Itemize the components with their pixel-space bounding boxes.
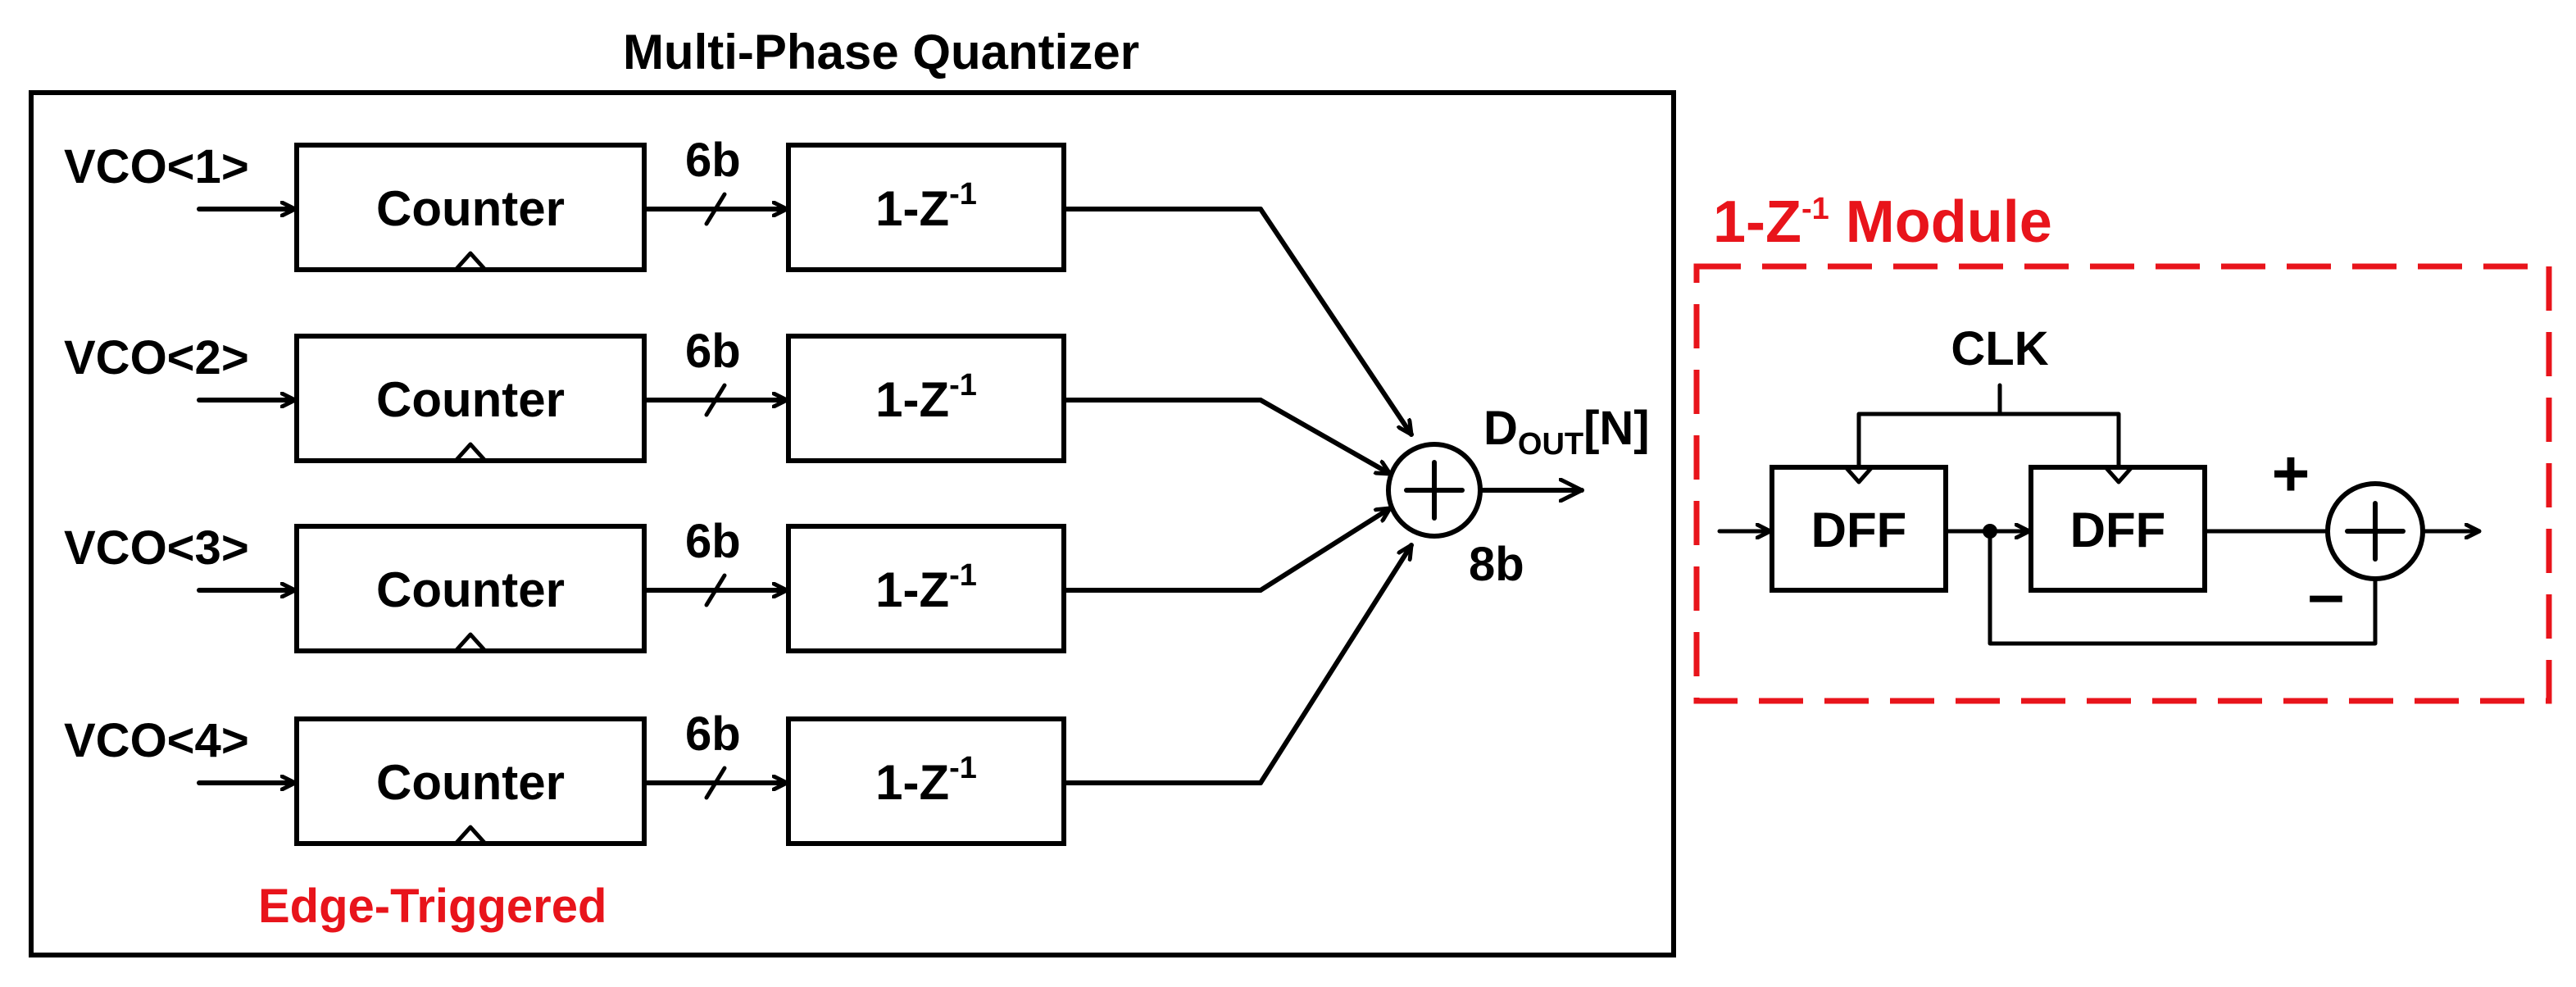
counter-clock-mark-3	[453, 632, 488, 653]
counter-clock-mark-2	[453, 442, 488, 463]
minus-sign: –	[2308, 557, 2345, 630]
plus-sign: +	[2272, 437, 2310, 510]
edge-triggered-label: Edge-Triggered	[258, 880, 607, 933]
counter-label-2: Counter	[376, 372, 565, 427]
output-label: DOUT[N]	[1483, 402, 1650, 462]
diff-label-2: 1-Z-1	[875, 368, 977, 427]
quantizer-title: Multi-Phase Quantizer	[623, 25, 1139, 80]
diff-label-1: 1-Z-1	[875, 177, 977, 236]
dff-1-clock-mark	[1843, 465, 1874, 484]
dff-1	[1770, 465, 1948, 593]
route-diag-4	[1258, 543, 1414, 785]
dff-1-label: DFF	[1811, 503, 1907, 557]
clk-label: CLK	[1951, 322, 2048, 375]
diff-box-4	[786, 716, 1066, 846]
bus-width-label-3: 6b	[685, 515, 741, 568]
bus-width-label-2: 6b	[685, 325, 741, 378]
vco-input-label-1: VCO<1>	[64, 140, 249, 193]
diff-label-4: 1-Z-1	[875, 751, 977, 810]
bus-slash-2	[704, 383, 727, 417]
bus-width-label-1: 6b	[685, 134, 741, 187]
diff-box-3	[786, 524, 1066, 653]
diff-label-3: 1-Z-1	[875, 558, 977, 617]
counter-label-3: Counter	[376, 562, 565, 617]
clk-bus	[1856, 412, 2121, 470]
bus-slash-3	[704, 573, 727, 607]
bus-slash-1	[704, 192, 727, 226]
counter-box-2	[294, 334, 647, 463]
counter-clock-mark-1	[453, 251, 488, 272]
bus-slash-4	[704, 766, 727, 800]
diff-box-1	[786, 143, 1066, 272]
counter-box-3	[294, 524, 647, 653]
counter-clock-mark-4	[453, 825, 488, 846]
dff-2-label: DFF	[2070, 503, 2166, 557]
vco-input-label-2: VCO<2>	[64, 331, 249, 384]
diff-box-2	[786, 334, 1066, 463]
route-diag-1	[1258, 207, 1414, 437]
route-diag-3	[1258, 506, 1392, 593]
output-width-label: 8b	[1469, 538, 1524, 591]
dff-2	[2029, 465, 2207, 593]
counter-label-1: Counter	[376, 181, 565, 236]
dff-2-clock-mark	[2103, 465, 2134, 484]
bus-width-label-4: 6b	[685, 707, 741, 761]
counter-label-4: Counter	[376, 755, 565, 810]
quantizer-frame	[29, 90, 1676, 957]
feedback-wire	[1988, 529, 2378, 646]
vco-input-label-4: VCO<4>	[64, 714, 249, 767]
module-title: 1-Z-1 Module	[1713, 189, 2052, 255]
counter-box-1	[294, 143, 647, 272]
route-diag-2	[1258, 398, 1392, 476]
vco-input-label-3: VCO<3>	[64, 521, 249, 575]
module-dashed-frame	[1693, 263, 2552, 704]
